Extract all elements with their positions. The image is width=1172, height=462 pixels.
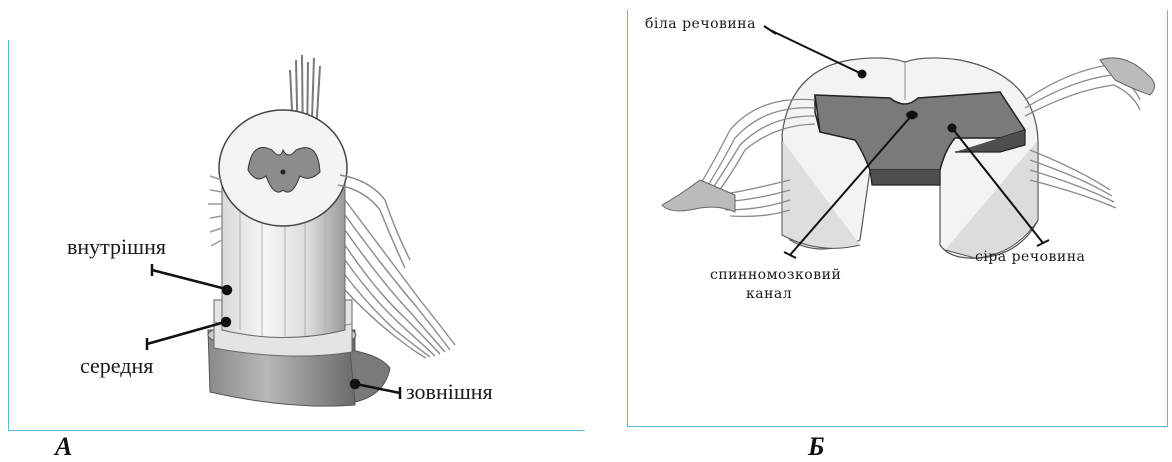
right-spinal-nerve xyxy=(1025,65,1140,208)
label-grey-matter: сіра речовина xyxy=(975,250,1085,264)
label-canal-line1: спинномозковий xyxy=(710,268,841,282)
panel-b-caption: Б xyxy=(808,432,825,462)
label-canal-line2: канал xyxy=(746,287,792,301)
label-white-matter: біла речовина xyxy=(645,17,756,31)
leader-line-white-matter xyxy=(770,30,862,74)
